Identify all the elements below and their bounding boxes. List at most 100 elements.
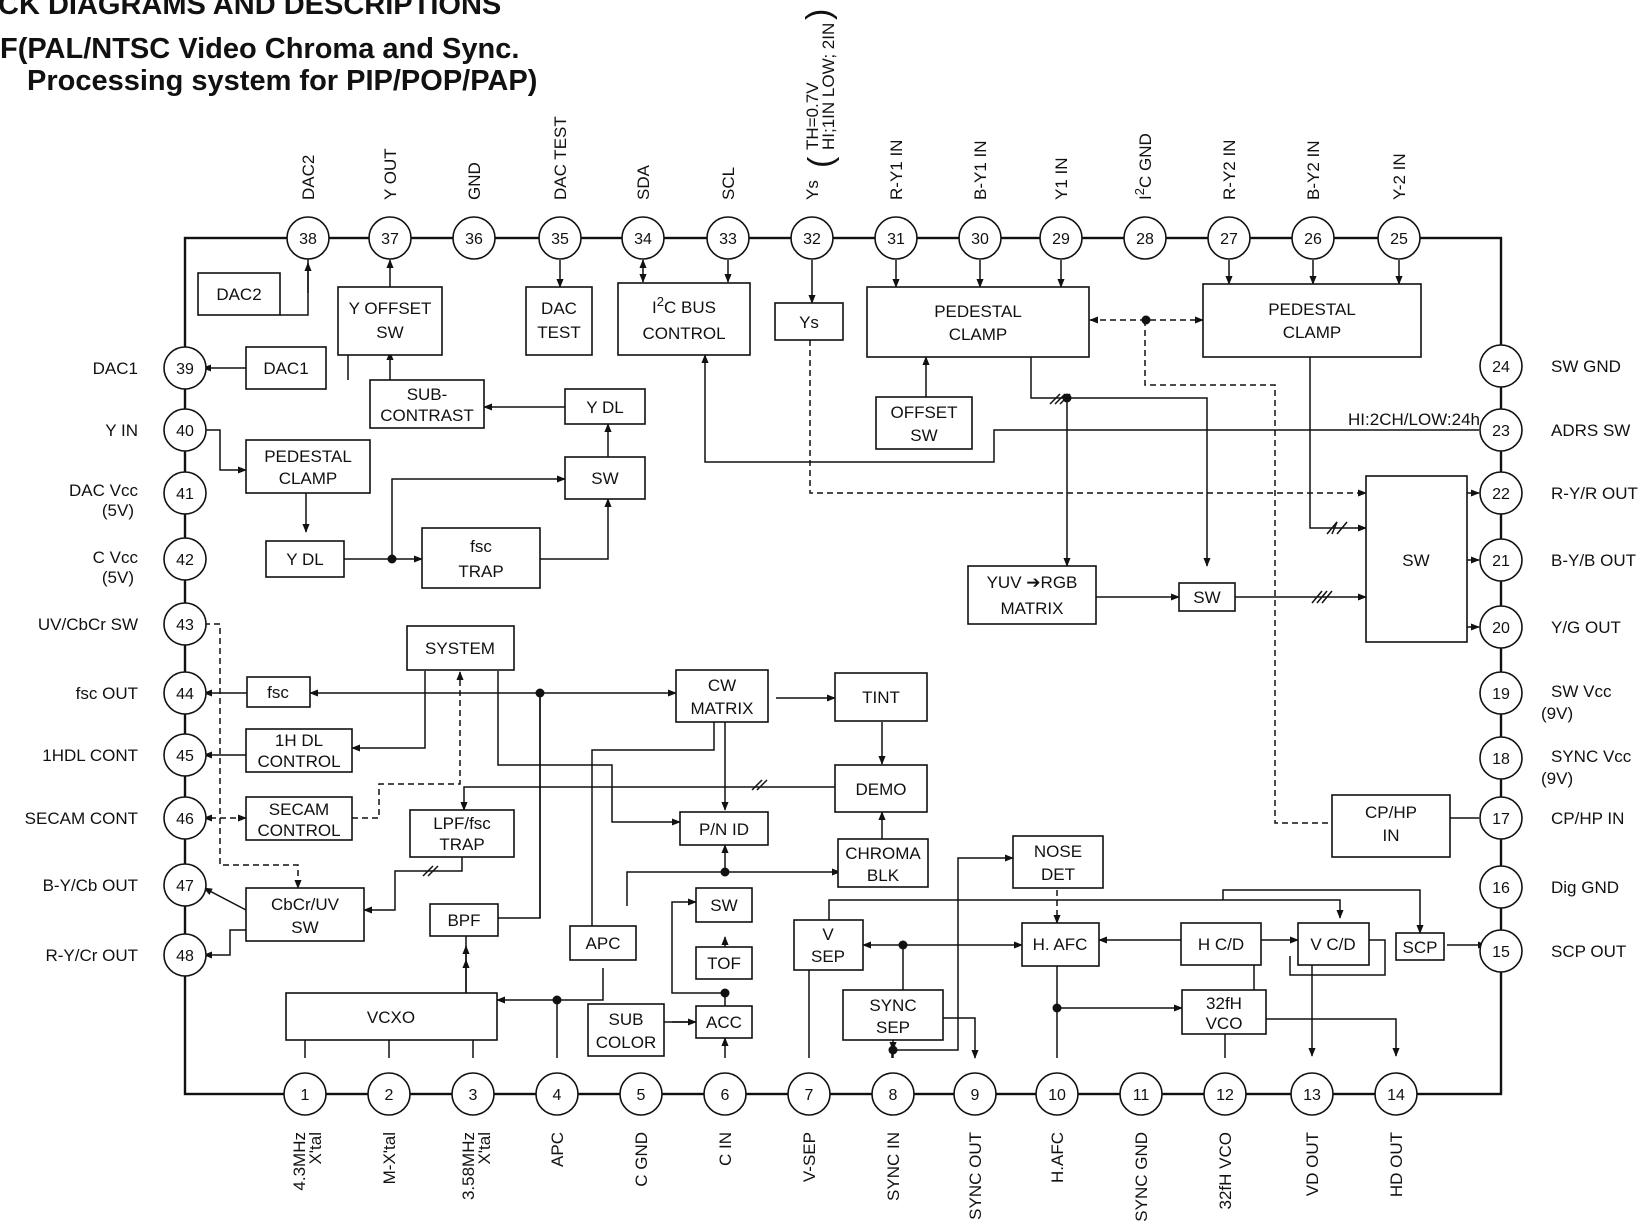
svg-text:2: 2 (385, 1087, 394, 1104)
svg-text:R-Y/Cr OUT: R-Y/Cr OUT (45, 946, 138, 965)
svg-text:NOSE: NOSE (1034, 842, 1082, 861)
block-dac1: DAC1 (245, 346, 327, 390)
block-i2c-bus-control: I2C BUS CONTROL (617, 282, 751, 356)
svg-text:CbCr/UV: CbCr/UV (271, 895, 340, 914)
svg-text:TEST: TEST (537, 323, 580, 342)
pin-23: 23 (1479, 408, 1523, 452)
svg-text:HI;1IN LOW; 2IN: HI;1IN LOW; 2IN (819, 23, 838, 150)
pin-45: 45 (163, 733, 207, 777)
svg-text:I2C BUS: I2C BUS (652, 294, 716, 317)
svg-text:3: 3 (469, 1087, 478, 1104)
title-line-1: CK DIAGRAMS AND DESCRIPTIONS (0, 0, 501, 21)
svg-text:SUB: SUB (609, 1010, 644, 1029)
pin-27: 27 (1207, 216, 1251, 260)
pin-labels-left: DAC1 Y IN DAC Vcc (5V) C Vcc (5V) UV/CbC… (25, 359, 139, 965)
pin-34: 34 (621, 216, 665, 260)
svg-text:DAC2: DAC2 (299, 155, 318, 200)
svg-text:SW: SW (1193, 588, 1220, 607)
svg-text:APC: APC (548, 1132, 567, 1167)
svg-text:B-Y/B OUT: B-Y/B OUT (1551, 551, 1636, 570)
svg-text:Ys: Ys (799, 313, 819, 332)
svg-text:SCP: SCP (1403, 938, 1438, 957)
svg-text:SCP OUT: SCP OUT (1551, 942, 1626, 961)
svg-text:SECAM: SECAM (269, 800, 329, 819)
svg-text:TINT: TINT (862, 688, 900, 707)
svg-text:(5V): (5V) (102, 501, 134, 520)
svg-text:21: 21 (1492, 553, 1510, 570)
block-fsc-trap: fsc TRAP (421, 527, 541, 589)
svg-text:): ) (800, 9, 838, 20)
svg-text:SEP: SEP (876, 1018, 910, 1037)
svg-text:36: 36 (465, 231, 483, 248)
svg-text:DAC2: DAC2 (216, 285, 261, 304)
svg-text:MATRIX: MATRIX (691, 699, 754, 718)
svg-text:PEDESTAL: PEDESTAL (934, 302, 1022, 321)
svg-text:HD OUT: HD OUT (1387, 1132, 1406, 1197)
svg-text:SW: SW (710, 896, 737, 915)
svg-text:31: 31 (887, 231, 905, 248)
svg-text:MATRIX: MATRIX (1001, 599, 1064, 618)
svg-text:TRAP: TRAP (439, 835, 484, 854)
block-yuv-rgb-matrix: YUV ➔RGB MATRIX (967, 565, 1097, 625)
svg-text:OFFSET: OFFSET (890, 403, 957, 422)
svg-text:24: 24 (1492, 359, 1510, 376)
pin-37: 37 (368, 216, 412, 260)
svg-text:39: 39 (176, 361, 194, 378)
svg-text:X'tal: X'tal (475, 1132, 494, 1165)
block-sw-rgb: SW (1178, 582, 1236, 612)
pin-15: 15 (1479, 929, 1523, 973)
svg-text:SCL: SCL (719, 167, 738, 200)
pin-22: 22 (1479, 471, 1523, 515)
svg-text:SECAM CONT: SECAM CONT (25, 809, 138, 828)
block-apc: APC (569, 925, 637, 961)
pins-left: 39 40 41 42 43 44 45 46 47 48 (163, 346, 207, 977)
svg-text:SEP: SEP (811, 947, 845, 966)
svg-text:R-Y2 IN: R-Y2 IN (1220, 140, 1239, 200)
block-y-offset-sw: Y OFFSET SW (337, 286, 443, 356)
svg-text:Y OUT: Y OUT (381, 148, 400, 200)
block-bpf: BPF (429, 903, 499, 937)
pin-7: 7 (787, 1072, 831, 1116)
svg-text:SW GND: SW GND (1551, 357, 1621, 376)
svg-text:CONTROL: CONTROL (257, 752, 340, 771)
svg-text:38: 38 (299, 231, 317, 248)
svg-text:10: 10 (1048, 1087, 1066, 1104)
svg-text:V C/D: V C/D (1310, 935, 1355, 954)
pin-16: 16 (1479, 865, 1523, 909)
svg-text:SW: SW (591, 469, 618, 488)
svg-text:CONTROL: CONTROL (257, 821, 340, 840)
pin-43: 43 (163, 602, 207, 646)
svg-text:9: 9 (971, 1087, 980, 1104)
pin-25: 25 (1377, 216, 1421, 260)
svg-text:17: 17 (1492, 811, 1510, 828)
block-fsc: fsc (246, 676, 311, 708)
ys-threshold-note: ( ) TH=0.7V HI;1IN LOW; 2IN (800, 9, 840, 168)
svg-text:H C/D: H C/D (1198, 935, 1244, 954)
block-dac2: DAC2 (197, 272, 281, 316)
adrs-sw-note: HI:2CH/LOW:24h (1348, 410, 1480, 429)
svg-text:YUV ➔RGB: YUV ➔RGB (987, 573, 1078, 592)
svg-text:fsc: fsc (470, 537, 492, 556)
block-system: SYSTEM (406, 625, 515, 671)
svg-text:37: 37 (381, 231, 399, 248)
svg-text:22: 22 (1492, 486, 1510, 503)
block-ys: Ys (774, 302, 844, 341)
pin-33: 33 (706, 216, 750, 260)
svg-text:BLK: BLK (867, 866, 900, 885)
pins-right: 24 23 22 21 20 19 18 17 16 15 (1479, 344, 1523, 973)
pin-13: 13 (1290, 1072, 1334, 1116)
svg-text:SW: SW (1402, 551, 1429, 570)
svg-text:CONTRAST: CONTRAST (380, 406, 474, 425)
svg-text:CLAMP: CLAMP (279, 469, 338, 488)
pin-36: 36 (452, 216, 496, 260)
pin-8: 8 (871, 1072, 915, 1116)
svg-text:25: 25 (1390, 231, 1408, 248)
svg-text:CONTROL: CONTROL (642, 324, 725, 343)
svg-text:Y1 IN: Y1 IN (1052, 157, 1071, 200)
svg-text:SDA: SDA (634, 164, 653, 200)
svg-text:CP/HP IN: CP/HP IN (1551, 809, 1624, 828)
svg-text:CHROMA: CHROMA (845, 844, 921, 863)
pin-35: 35 (538, 216, 582, 260)
pin-18: 18 (1479, 736, 1523, 780)
svg-text:30: 30 (971, 231, 989, 248)
